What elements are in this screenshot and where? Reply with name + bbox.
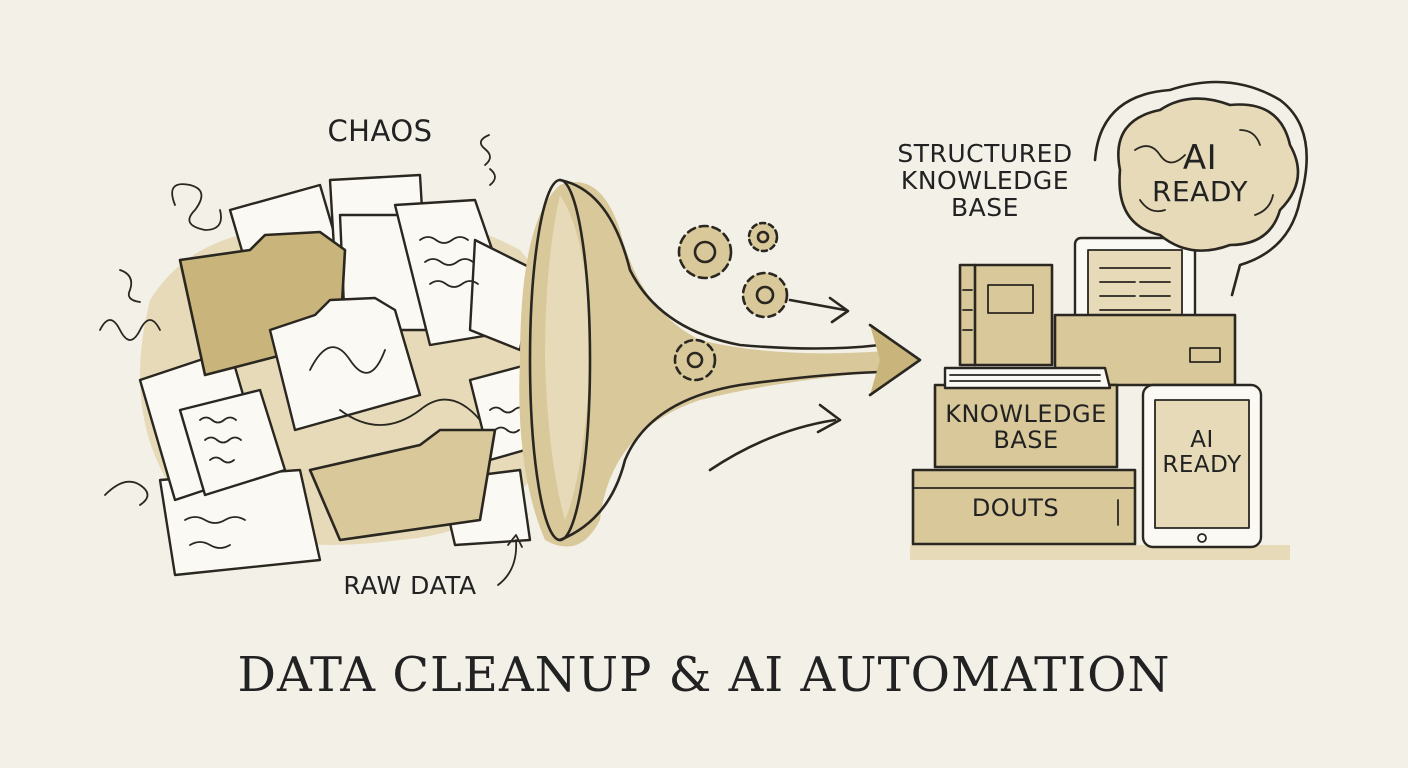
drawer-line-2: BASE bbox=[993, 425, 1059, 454]
chaos-label: CHAOS bbox=[327, 114, 433, 148]
drawer-line-1: KNOWLEDGE bbox=[945, 400, 1107, 428]
brain-line-2: READY bbox=[1152, 174, 1248, 208]
page-title: DATA CLEANUP & AI AUTOMATION bbox=[237, 647, 1171, 703]
structured-line-2: KNOWLEDGE bbox=[900, 166, 1070, 195]
gear-icon bbox=[747, 221, 779, 253]
tablet-line-2: READY bbox=[1162, 451, 1242, 478]
brain-icon bbox=[1093, 80, 1308, 297]
tablet-icon bbox=[1073, 236, 1197, 338]
drawer-label: KNOWLEDGE BASE bbox=[935, 400, 1117, 454]
book-icon bbox=[958, 263, 1054, 367]
bottom-box-label: DOUTS bbox=[971, 494, 1060, 522]
gear-icon bbox=[673, 338, 717, 382]
tablet-label: AI READY bbox=[1155, 428, 1249, 478]
knowledge-stack bbox=[910, 236, 1290, 560]
structured-line-3: BASE bbox=[951, 193, 1019, 222]
gear-icon bbox=[741, 271, 789, 319]
brain-label: AI READY bbox=[1140, 140, 1260, 207]
raw-data-label: RAW DATA bbox=[343, 571, 477, 600]
structured-knowledge-base-label: STRUCTURED KNOWLEDGE BASE bbox=[880, 140, 1090, 221]
raw-data-arrow bbox=[497, 539, 518, 586]
tablet-line-1: AI bbox=[1190, 427, 1214, 453]
brain-line-1: AI bbox=[1182, 138, 1218, 178]
raw-data-arrowhead bbox=[507, 534, 523, 548]
gear-icon bbox=[677, 224, 733, 280]
chaos-pile bbox=[99, 134, 565, 577]
structured-line-1: STRUCTURED bbox=[897, 139, 1073, 168]
